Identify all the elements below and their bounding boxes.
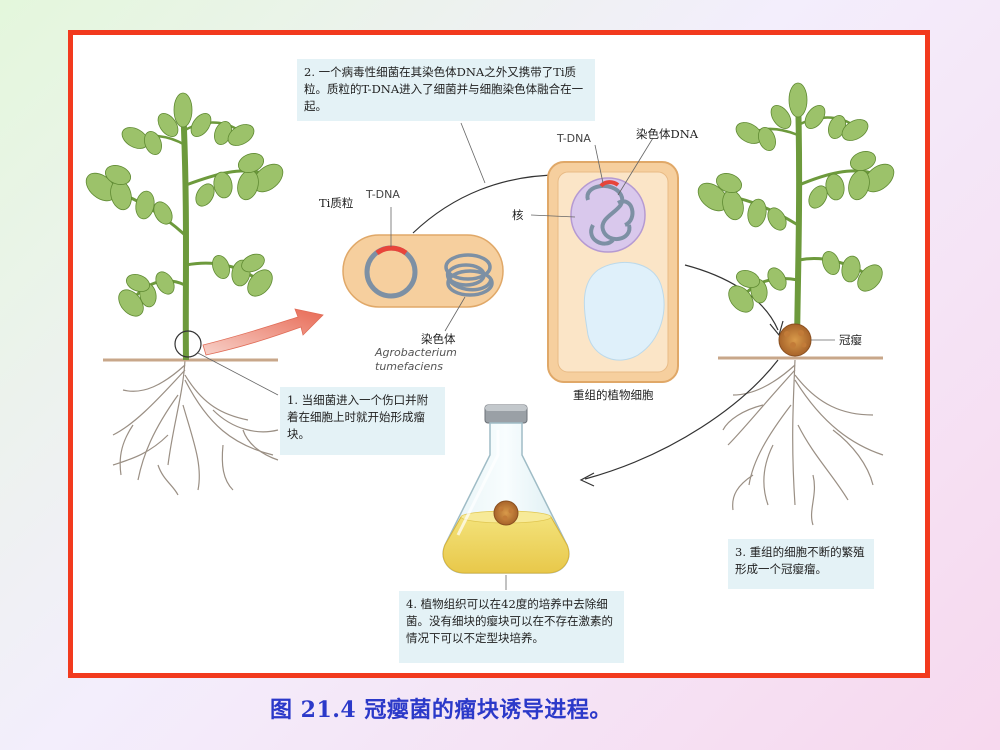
right-plant [697, 82, 895, 526]
label-chromosome-dna: 染色体DNA [636, 127, 699, 141]
note-step-1: 1. 当细菌进入一个伤口并附着在细胞上时就开始形成瘤块。 [280, 387, 445, 455]
bacterium [342, 234, 504, 308]
label-chromosome: 染色体 [421, 332, 456, 346]
label-recombinant-cell: 重组的植物细胞 [573, 388, 654, 402]
label-nucleus: 核 [512, 208, 524, 222]
slide-frame: 2. 一个病毒性细菌在其染色体DNA之外又携带了Ti质粒。质粒的T-DNA进入了… [68, 30, 930, 678]
left-plant [85, 92, 284, 496]
note-step-4: 4. 植物组织可以在42度的培养中去除细菌。没有细块的瘿块可以在不存在激素的情况… [399, 591, 624, 663]
crown-gall [778, 323, 812, 357]
note-step-3: 3. 重组的细胞不断的繁殖形成一个冠瘿瘤。 [728, 539, 874, 589]
label-species: Agrobacterium tumefaciens [375, 346, 457, 374]
wound-marker [174, 330, 202, 358]
label-species-line1: Agrobacterium [375, 346, 457, 359]
infection-arrow [202, 308, 324, 356]
bacterial-tdna-segment [375, 245, 408, 256]
label-crown-gall: 冠瘿 [839, 333, 862, 347]
plant-cell [547, 161, 679, 383]
culture-flask [442, 404, 570, 574]
left-roots [112, 359, 279, 496]
label-tdna-bacterium: T-DNA [366, 188, 400, 201]
integrated-tdna [599, 180, 620, 188]
vacuole [583, 261, 665, 361]
bacterial-chromosome [444, 253, 494, 297]
label-species-line2: tumefaciens [375, 360, 443, 373]
cell-chromosome [585, 184, 635, 246]
label-ti-plasmid: Ti质粒 [319, 196, 354, 210]
label-tdna-cell: T-DNA [557, 132, 591, 145]
illustration [85, 82, 895, 590]
note-step-2: 2. 一个病毒性细菌在其染色体DNA之外又携带了Ti质粒。质粒的T-DNA进入了… [297, 59, 595, 121]
figure-caption: 图 21.4 冠瘿菌的瘤块诱导进程。 [270, 697, 612, 723]
